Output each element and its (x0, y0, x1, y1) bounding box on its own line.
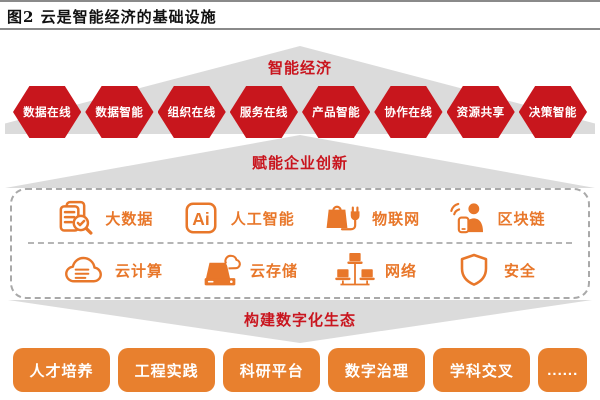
hexagon-label: 数据智能 (95, 107, 144, 119)
capability-iot: 物联网 (321, 197, 420, 239)
bottom-box-label: 数字治理 (344, 362, 409, 380)
hexagon-label: 决策智能 (528, 107, 577, 119)
hexagon-data-intelligence: 数据智能 (85, 86, 154, 138)
bottom-box-interdisciplinary: 学科交叉 (433, 348, 531, 392)
hexagon-label: 服务在线 (239, 107, 288, 119)
capability-label: 安全 (503, 262, 536, 280)
bottom-box-governance: 数字治理 (328, 348, 426, 392)
hexagon-label: 协作在线 (384, 107, 433, 119)
bottom-box-research: 科研平台 (223, 348, 321, 392)
capability-security: 安全 (453, 249, 536, 291)
capability-label: 大数据 (105, 210, 154, 228)
capability-label: 区块链 (497, 210, 546, 228)
capability-label: 云存储 (249, 262, 298, 280)
capability-label: 物联网 (372, 210, 421, 228)
bottom-row: 人才培养 工程实践 科研平台 数字治理 学科交叉 ...... (13, 348, 588, 392)
bottom-box-engineering: 工程实践 (118, 348, 216, 392)
ai-icon: Ai (180, 197, 222, 239)
capability-network: 网络 (334, 249, 417, 291)
hexagon-data-online: 数据在线 (13, 86, 82, 138)
bottom-box-talent: 人才培养 (13, 348, 111, 392)
bottom-box-label: 工程实践 (134, 362, 199, 380)
capability-label: 人工智能 (230, 210, 295, 228)
bottom-box-ellipsis: ...... (538, 348, 588, 392)
capability-cloud-storage: 云存储 (199, 249, 298, 291)
hexagon-collaboration-online: 协作在线 (374, 86, 443, 138)
capability-row-1: 大数据 Ai 人工智能 (28, 193, 572, 243)
cloud-storage-icon (199, 249, 241, 291)
iot-icon (321, 197, 363, 239)
hexagon-label: 数据在线 (23, 107, 72, 119)
hexagon-row: 数据在线 数据智能 组织在线 服务在线 产品智能 协作在线 资源共享 决策智能 (13, 86, 587, 138)
capability-blockchain: 区块链 (447, 197, 546, 239)
bottom-box-label: 学科交叉 (449, 362, 514, 380)
title-bar: 图2 云是智能经济的基础设施 (0, 2, 600, 28)
hexagon-decision-intelligence: 决策智能 (518, 86, 587, 138)
title-rule (0, 28, 600, 30)
hexagon-service-online: 服务在线 (229, 86, 298, 138)
middle-banner-label: 赋能企业创新 (251, 155, 348, 172)
hexagon-resource-sharing: 资源共享 (446, 86, 515, 138)
hexagon-product-intelligence: 产品智能 (302, 86, 371, 138)
bottom-box-label: 科研平台 (239, 362, 304, 380)
bottom-banner-label: 构建数字化生态 (243, 312, 356, 329)
capability-label: 网络 (384, 262, 417, 280)
ai-icon-text: Ai (192, 209, 209, 229)
hexagon-label: 组织在线 (167, 107, 216, 119)
capability-big-data: 大数据 (54, 197, 153, 239)
capability-label: 云计算 (114, 262, 163, 280)
top-banner-label: 智能经济 (267, 60, 332, 77)
cloud-computing-icon (64, 249, 106, 291)
bottom-box-label: 人才培养 (29, 362, 94, 380)
big-data-icon (54, 197, 96, 239)
bottom-box-label: ...... (547, 361, 579, 379)
hexagon-organization-online: 组织在线 (157, 86, 226, 138)
capability-ai: Ai 人工智能 (180, 197, 295, 239)
network-icon (334, 249, 376, 291)
hexagon-label: 产品智能 (312, 107, 361, 119)
capability-cloud-computing: 云计算 (64, 249, 163, 291)
capability-row-divider (28, 242, 572, 244)
capability-row-2: 云计算 云存储 (28, 245, 572, 295)
top-rule (0, 0, 600, 2)
security-icon (453, 249, 495, 291)
hexagon-label: 资源共享 (456, 107, 505, 119)
blockchain-icon (447, 197, 489, 239)
capability-box: 大数据 Ai 人工智能 (10, 188, 590, 299)
figure-title: 图2 云是智能经济的基础设施 (7, 8, 217, 26)
